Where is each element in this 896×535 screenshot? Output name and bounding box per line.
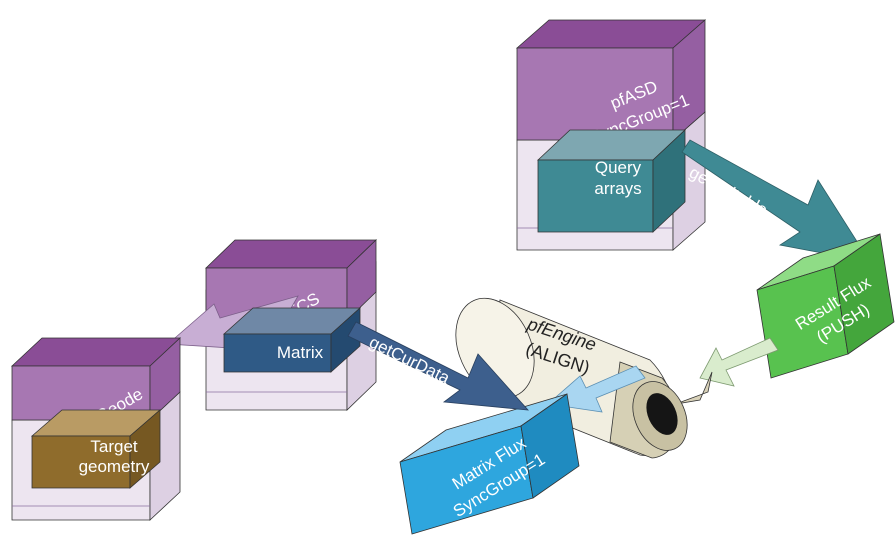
pfengine-port-hole [646,393,678,435]
result-flux-node: Result Flux (PUSH) [756,233,895,379]
target-geometry-node: Target geometry [30,409,162,489]
matrix-flux-node: Matrix Flux SyncGroup=1 [399,393,580,535]
query-arrays-label-line1: Query [595,158,642,177]
pfasd-header-side [672,19,706,141]
get-writable-arrow: getWritable [681,139,871,263]
matrix-flux-side [520,393,580,499]
query-arrays-label-line2: arrays [594,179,641,198]
matrix-side [330,307,361,373]
target-geometry-label-line1: Target [90,437,138,456]
target-geometry-side [129,409,161,489]
matrix-label: Matrix [277,343,324,362]
get-cur-data-arrow-shape [347,321,529,411]
query-arrays-side [652,129,686,233]
matrix-node: Matrix [222,307,362,373]
target-geometry-label-line2: geometry [79,457,150,476]
pffcs-top [205,239,377,269]
query-arrays-node: Query arrays [536,129,687,233]
pfasd-top [515,19,707,49]
engine-to-matrix-flux-arrow [547,365,646,413]
pffcs-header-side [346,239,377,321]
get-writable-arrow-shape [681,139,871,263]
result-to-engine-arrow [699,337,779,387]
get-cur-data-label: getCurData [366,333,453,388]
result-flux-side [833,233,895,355]
geode-header-side [149,337,181,421]
